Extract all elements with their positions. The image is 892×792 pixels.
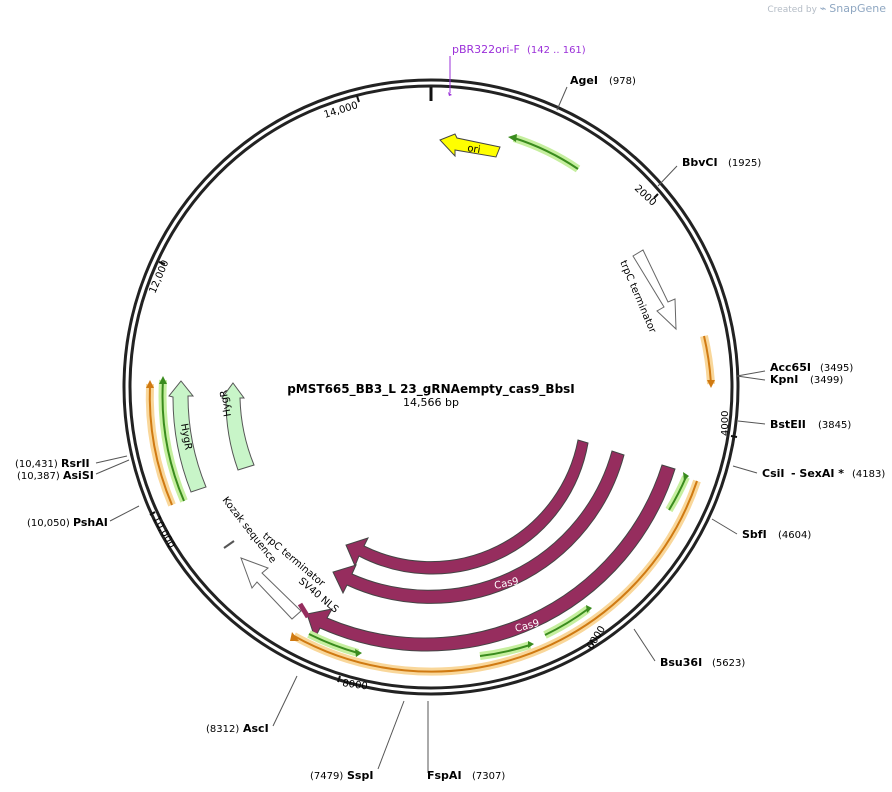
- tick-mark-2000: [653, 193, 659, 199]
- site-acc65i-pos: (3495): [820, 363, 853, 374]
- tick-mark-6000: [589, 639, 594, 646]
- ori-feature[interactable]: [439, 133, 501, 158]
- backbone-inner-ring: [128, 84, 734, 690]
- site-asci[interactable]: AscI: [243, 722, 269, 735]
- orf-left-green-arrowhead-icon: [159, 376, 167, 384]
- orf-lower-right-c-arrowhead-icon: [528, 641, 534, 648]
- orf-bottom-long-arrow[interactable]: [293, 480, 698, 673]
- site-pshai-pos: (10,050): [27, 518, 70, 529]
- backbone-outer-ring: [122, 78, 740, 696]
- site-leader-lines: [95, 86, 766, 773]
- site-bbvci-pos: (1925): [728, 158, 761, 169]
- trpc-terminator-bottom-feature[interactable]: [240, 557, 302, 620]
- site-sbfi[interactable]: SbfI: [742, 528, 767, 541]
- site-fspai[interactable]: FspAI: [427, 769, 462, 782]
- orf-lower-right-a-arrowhead-icon: [683, 472, 689, 481]
- orf-left-orange-arrow[interactable]: [148, 383, 173, 506]
- primer-binding-icon: [448, 92, 452, 96]
- snapgene-branding: Created by ⌁ SnapGene: [767, 2, 886, 15]
- site-kpni-pos: (3499): [810, 375, 843, 386]
- hygr-a-feature[interactable]: [168, 380, 207, 493]
- kozak-sequence-label: Kozak sequence: [220, 495, 278, 565]
- site-rsrii-pos: (10,431): [15, 459, 58, 470]
- orf-lower-right-b-arrowhead-icon: [586, 605, 592, 613]
- hygr-b-label: HygR: [218, 389, 233, 417]
- site-bsteii[interactable]: BstEII: [770, 418, 806, 431]
- site-asisi[interactable]: AsiSI: [63, 469, 94, 482]
- kozak-sequence-marker[interactable]: [223, 540, 235, 549]
- ori-label: ori: [467, 143, 482, 156]
- tick-label-4000: 4000: [720, 411, 731, 436]
- site-sspi-pos: (7479): [310, 771, 343, 782]
- orf-right-arrowhead-icon: [707, 380, 715, 388]
- site-asci-pos: (8312): [206, 724, 239, 735]
- site-bsu36i-pos: (5623): [712, 658, 745, 669]
- trpc-terminator-top-feature[interactable]: [632, 249, 677, 331]
- cas9-middle-label: Cas9: [493, 576, 519, 592]
- created-by-label: Created by: [767, 5, 817, 15]
- orf-left-green-arrow[interactable]: [161, 379, 185, 502]
- tick-mark-14000: [356, 95, 360, 103]
- site-bsteii-pos: (3845): [818, 420, 851, 431]
- sv40-nls-feature[interactable]: [297, 602, 311, 619]
- orf-top-arrow[interactable]: [513, 137, 579, 170]
- site-sexai[interactable]: - SexAI *: [791, 467, 844, 480]
- tick-mark-12000: [158, 261, 166, 265]
- site-bsu36i[interactable]: Bsu36I: [660, 656, 702, 669]
- site-rsrii[interactable]: RsrII: [61, 457, 90, 470]
- orf-top-arrowhead-icon: [508, 134, 517, 142]
- site-sexai-pos: (4183): [852, 469, 885, 480]
- cas9-inner-feature[interactable]: [345, 439, 589, 575]
- site-bbvci[interactable]: BbvCI: [682, 156, 718, 169]
- tick-mark-8000: [337, 675, 341, 683]
- orf-lower-left-arrowhead-icon: [355, 649, 362, 657]
- orf-left-orange-arrowhead-icon: [146, 380, 154, 388]
- hygr-b-feature[interactable]: [221, 382, 255, 471]
- site-asisi-pos: (10,387): [17, 471, 60, 482]
- tick-mark-10000: [149, 511, 156, 516]
- snapgene-logo-text: SnapGene: [829, 2, 886, 15]
- cas9-middle-feature[interactable]: [332, 450, 625, 604]
- site-agei-pos: (978): [609, 76, 636, 87]
- site-csii[interactable]: CsiI: [762, 467, 784, 480]
- snapgene-logo-icon: ⌁: [819, 2, 827, 15]
- hygr-a-label: HygR: [178, 423, 193, 451]
- tick-label-8000: 8000: [342, 678, 369, 692]
- orf-top-halo: [512, 134, 581, 173]
- site-sbfi-pos: (4604): [778, 530, 811, 541]
- plasmid-name: pMST665_BB3_L 23_gRNAempty_cas9_BbsI: [287, 382, 575, 397]
- tick-label-10000: 10,000: [150, 514, 176, 550]
- tick-mark-4000: [730, 435, 738, 438]
- site-sspi[interactable]: SspI: [347, 769, 373, 782]
- primer-name[interactable]: pBR322ori-F: [452, 43, 520, 56]
- site-fspai-pos: (7307): [472, 771, 505, 782]
- site-pshai[interactable]: PshAI: [73, 516, 108, 529]
- plasmid-size: 14,566 bp: [403, 396, 459, 409]
- orf-bottom-long-arrowhead-icon: [290, 632, 299, 641]
- site-acc65i[interactable]: Acc65I: [770, 361, 811, 374]
- tick-label-6000: 6000: [585, 624, 608, 651]
- site-kpni[interactable]: KpnI: [770, 373, 798, 386]
- site-agei[interactable]: AgeI: [570, 74, 598, 87]
- primer-range: (142 .. 161): [527, 45, 586, 56]
